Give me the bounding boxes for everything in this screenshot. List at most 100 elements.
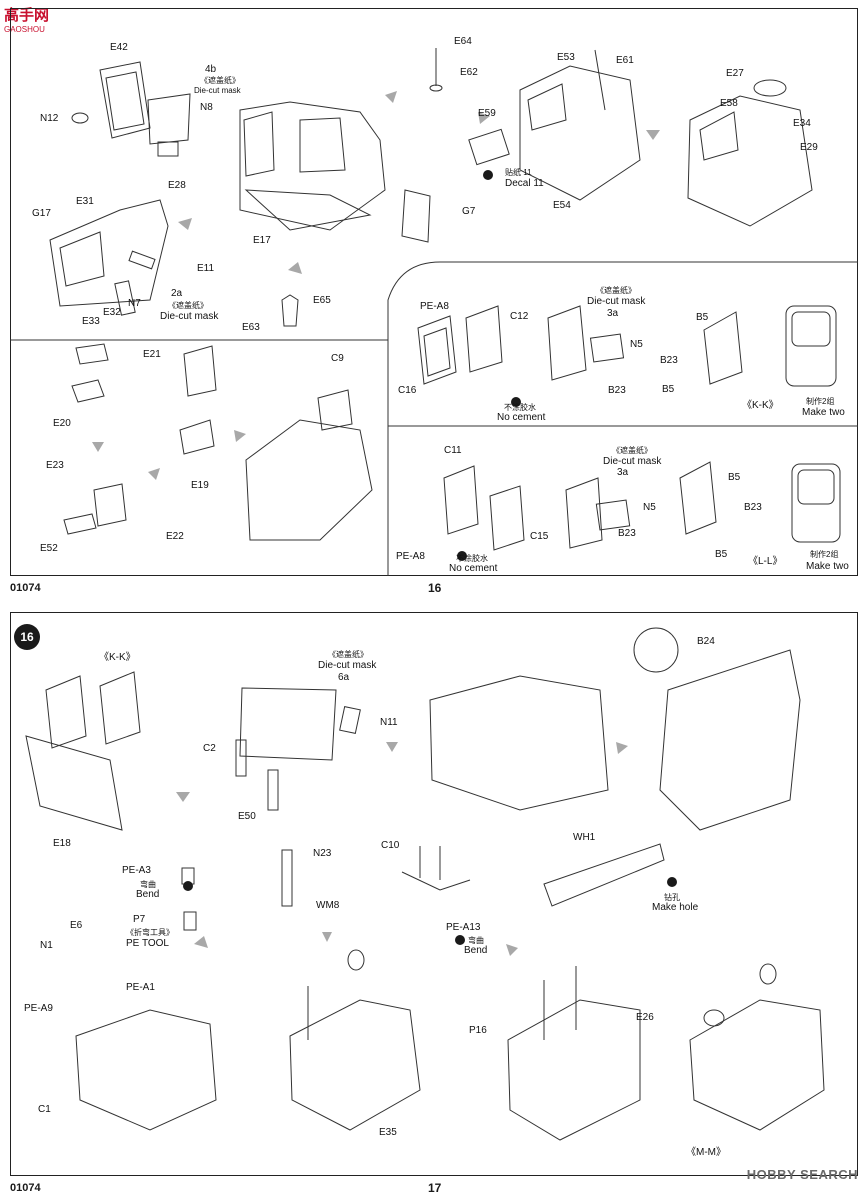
p17-pe-tool-cn: 《折弯工具》: [126, 928, 174, 937]
p17-part-PE-A13: PE-A13: [446, 922, 481, 933]
kk-mask-cn: 《遮盖纸》: [596, 286, 636, 295]
page16-frame: [10, 8, 858, 576]
part-E54: E54: [553, 200, 571, 211]
p17-part-E50: E50: [238, 811, 256, 822]
ll-step-3a: 3a: [617, 467, 629, 478]
site-logo: 高手网 GAOSHOU: [4, 4, 49, 34]
p17-part-B24: B24: [697, 636, 715, 647]
decal-label-cn: 贴纸 11: [505, 168, 532, 177]
p17-MM-title: 《M-M》: [686, 1147, 726, 1158]
seat-part-C9: C9: [331, 353, 344, 364]
part-E64: E64: [454, 36, 472, 47]
kk-part-B23: B23: [608, 385, 626, 396]
p17-part-P7: P7: [133, 914, 146, 925]
p17-part-PE-A1: PE-A1: [126, 982, 155, 993]
kk-make-two-cn: 制作2组: [806, 397, 835, 406]
p17-part-P16: P16: [469, 1025, 487, 1036]
part-E34: E34: [793, 118, 811, 129]
ll-part-B5-2: B5: [715, 549, 728, 560]
part-N12: N12: [40, 113, 59, 124]
ll-make-two: Make two: [806, 561, 849, 572]
part-E33: E33: [82, 316, 100, 327]
ll-part-C15: C15: [530, 531, 549, 542]
p17-bend-2-cn: 弯曲: [468, 936, 484, 945]
p17-part-N23: N23: [313, 848, 332, 859]
decal-label: Decal 11: [505, 178, 544, 189]
p17-part-N11: N11: [380, 717, 398, 728]
part-E53: E53: [557, 52, 575, 63]
p17-diecut: Die-cut mask: [318, 660, 377, 671]
p17-part-WH1: WH1: [573, 832, 596, 843]
kk-part-N5: N5: [630, 339, 643, 350]
kk-nocement: No cement: [497, 412, 546, 423]
part-E62: E62: [460, 67, 478, 78]
ll-diecut: Die-cut mask: [603, 456, 662, 467]
seat-part-E21: E21: [143, 349, 161, 360]
kk-part-B23-2: B23: [660, 355, 678, 366]
p17-part-C2: C2: [203, 743, 216, 754]
p17-pe-tool: PE TOOL: [126, 938, 169, 949]
p17-make-hole: Make hole: [652, 902, 699, 913]
p17-bend-cn: 弯曲: [140, 880, 156, 889]
p17-part-E18: E18: [53, 838, 71, 849]
part-N7: N7: [128, 298, 141, 309]
part-E58: E58: [720, 98, 738, 109]
p17-step-6a: 6a: [338, 672, 350, 683]
kk-part-PE-A8: PE-A8: [420, 301, 449, 312]
kk-diecut: Die-cut mask: [587, 296, 646, 307]
ll-mask-cn: 《遮盖纸》: [612, 446, 652, 455]
p17-bend: Bend: [136, 889, 160, 900]
kk-part-B5: B5: [696, 312, 709, 323]
ll-nocement: No cement: [449, 563, 498, 574]
part-E61: E61: [616, 55, 634, 66]
diecut-label-2: Die-cut mask: [160, 311, 219, 322]
ll-part-B23: B23: [744, 502, 762, 513]
p17-part-C1: C1: [38, 1104, 51, 1115]
p17-part-C10: C10: [381, 840, 400, 851]
watermark-brand: HOBBY SEARCH: [746, 1167, 858, 1182]
part-E42: E42: [110, 42, 128, 53]
kk-make-two: Make two: [802, 407, 845, 418]
kk-part-B5-2: B5: [662, 384, 675, 395]
site-logo-text: 高手网: [4, 7, 50, 24]
seat-part-E22: E22: [166, 531, 184, 542]
p17-bend-2: Bend: [464, 945, 488, 956]
seat-part-E19: E19: [191, 480, 209, 491]
seat-part-E52: E52: [40, 543, 58, 554]
part-E31: E31: [76, 196, 94, 207]
mask-label-cn: 《遮盖纸》: [200, 76, 240, 85]
ll-nocement-cn: 不涂胶水: [456, 554, 488, 563]
p17-part-N1: N1: [40, 940, 53, 951]
ll-make-two-cn: 制作2组: [810, 550, 839, 559]
step-16-badge: 16: [14, 624, 40, 650]
page17-frame: [10, 612, 858, 1176]
seat-part-E20: E20: [53, 418, 71, 429]
p17-part-PE-A9: PE-A9: [24, 1003, 53, 1014]
site-logo-sub: GAOSHOU: [4, 25, 45, 34]
page17-number: 17: [428, 1181, 442, 1195]
ll-part-C11: C11: [444, 445, 462, 456]
p17-part-E6: E6: [70, 920, 83, 931]
p17-mask-cn: 《遮盖纸》: [328, 650, 368, 659]
mask-label-2-cn: 《遮盖纸》: [168, 301, 208, 310]
p17-part-E26: E26: [636, 1012, 654, 1023]
part-G17: G17: [32, 208, 51, 219]
seat-part-E23: E23: [46, 460, 64, 471]
part-E27: E27: [726, 68, 744, 79]
part-G7: G7: [462, 206, 476, 217]
part-E29: E29: [800, 142, 818, 153]
ll-part-B23-2: B23: [618, 528, 636, 539]
part-N8: N8: [200, 102, 213, 113]
part-E11: E11: [197, 263, 215, 274]
part-E17: E17: [253, 235, 271, 246]
kk-part-C16: C16: [398, 385, 417, 396]
part-E28: E28: [168, 180, 186, 191]
kk-part-C12: C12: [510, 311, 529, 322]
kk-nocement-cn: 不涂胶水: [504, 403, 536, 412]
part-E65: E65: [313, 295, 331, 306]
p17-hole-cn: 钻孔: [664, 893, 680, 902]
page16-number: 16: [428, 581, 442, 595]
part-E32: E32: [103, 307, 121, 318]
diecut-label: Die-cut mask: [194, 86, 241, 95]
